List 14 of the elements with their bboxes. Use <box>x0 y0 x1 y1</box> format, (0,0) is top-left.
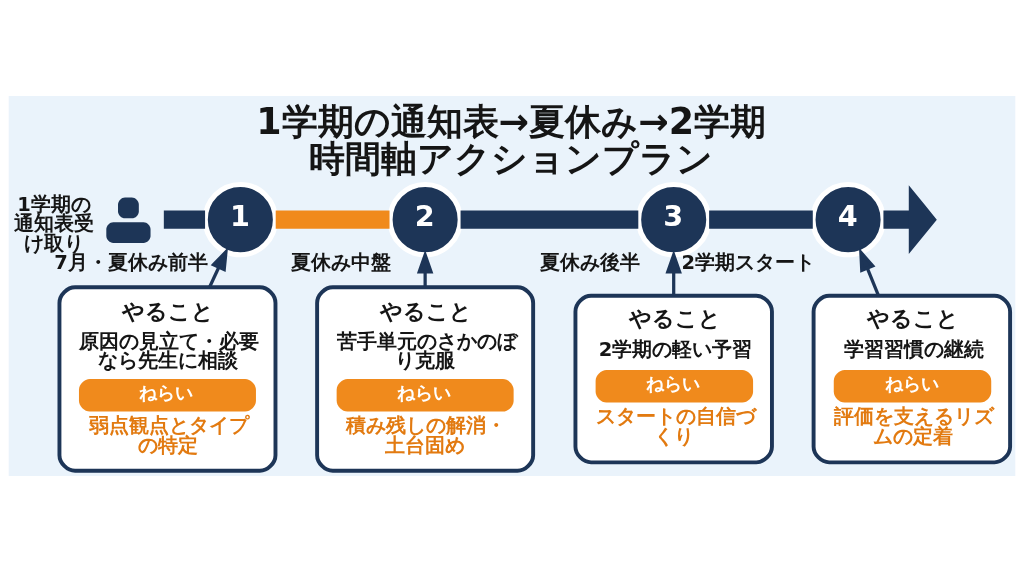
arrow <box>859 247 880 296</box>
node-box: やること 2学期の軽い予習 ねらい スタートの自信づくり <box>573 293 774 464</box>
arrow <box>883 184 937 254</box>
node-circle: 4 <box>810 181 886 257</box>
diagram-title: 1学期の通知表→夏休み→2学期時間軸アクションプラン <box>256 99 767 180</box>
connector <box>709 210 813 229</box>
node-box: やること 学習習慣の継続 ねらい 評価を支えるリズムの定着 <box>811 293 1013 464</box>
node-box: やること 原因の見立て・必要なら先生に相談 ねらい 弱点観点とタイプの特定 <box>57 284 278 473</box>
connector <box>460 210 639 229</box>
arrow <box>208 246 229 288</box>
connector <box>163 210 206 229</box>
connector <box>275 210 390 229</box>
node-box: やること 苦手単元のさかのぼり克服 ねらい 積み残しの解消・土台固め <box>315 284 536 473</box>
arrow <box>665 249 682 296</box>
